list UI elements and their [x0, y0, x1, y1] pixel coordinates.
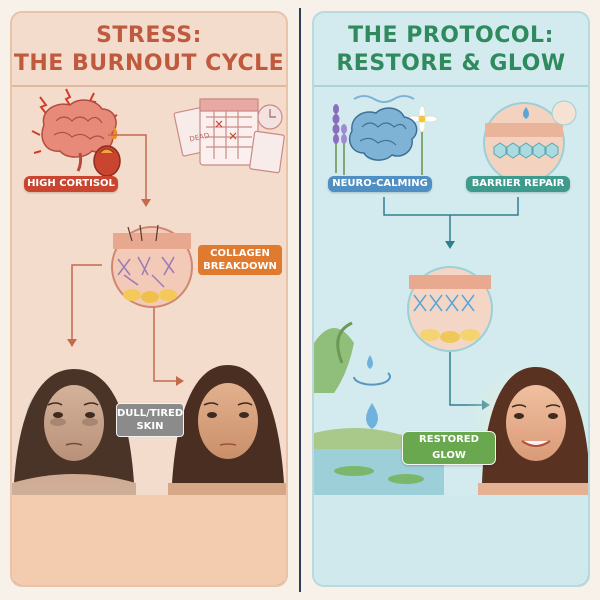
- collagen-label-line2: BREAKDOWN: [203, 261, 277, 272]
- arrow-heads: [67, 199, 184, 386]
- nature-scene: [314, 321, 454, 495]
- dull-label-line1: DULL/TIRED: [117, 408, 184, 419]
- protocol-title-rule: [314, 85, 588, 87]
- barrier-repair-label: BARRIER REPAIR: [466, 176, 570, 192]
- stress-title-rule: [12, 85, 286, 87]
- cycle-arrow-icon: [353, 372, 391, 386]
- neuro-calming-label: NEURO-CALMING: [328, 176, 432, 192]
- dull-label-line2: SKIN: [136, 421, 164, 432]
- flow-arrows: [71, 134, 180, 382]
- dull-tired-skin-label: DULL/TIRED SKIN: [116, 403, 184, 437]
- lavender-icon: [332, 104, 347, 175]
- restored-glow-label: RESTORED GLOW: [402, 431, 496, 465]
- overbooked-calendar-icon: [173, 98, 285, 174]
- protocol-title-line2: RESTORE & GLOW: [336, 51, 566, 76]
- stressed-brain-icon: [41, 99, 117, 172]
- protocol-footer-band: [314, 495, 588, 585]
- protocol-title-line1: THE PROTOCOL:: [348, 23, 554, 48]
- barrier-repair-illustration: [483, 100, 577, 184]
- water-drop-icon: [366, 355, 378, 429]
- calm-brain-icon: [348, 95, 418, 161]
- collagen-skin-cross-section: [111, 224, 193, 308]
- stress-footer-band: [12, 495, 286, 585]
- calendar-note: DEAD: [189, 131, 210, 143]
- protocol-panel: THE PROTOCOL: RESTORE & GLOW: [312, 11, 590, 587]
- stress-illustration: DEAD: [12, 88, 286, 585]
- stress-panel: STRESS: THE BURNOUT CYCLE: [10, 11, 288, 587]
- center-divider: [299, 8, 301, 592]
- restored-skin-cross-section: [407, 266, 493, 352]
- stress-title-line2: THE BURNOUT CYCLE: [13, 51, 285, 76]
- protocol-illustration: [314, 95, 588, 585]
- stress-title-line1: STRESS:: [96, 23, 202, 48]
- collagen-label-line1: COLLAGEN: [210, 248, 270, 259]
- collagen-breakdown-label: COLLAGEN BREAKDOWN: [198, 245, 282, 275]
- high-cortisol-label: HIGH CORTISOL: [24, 176, 118, 192]
